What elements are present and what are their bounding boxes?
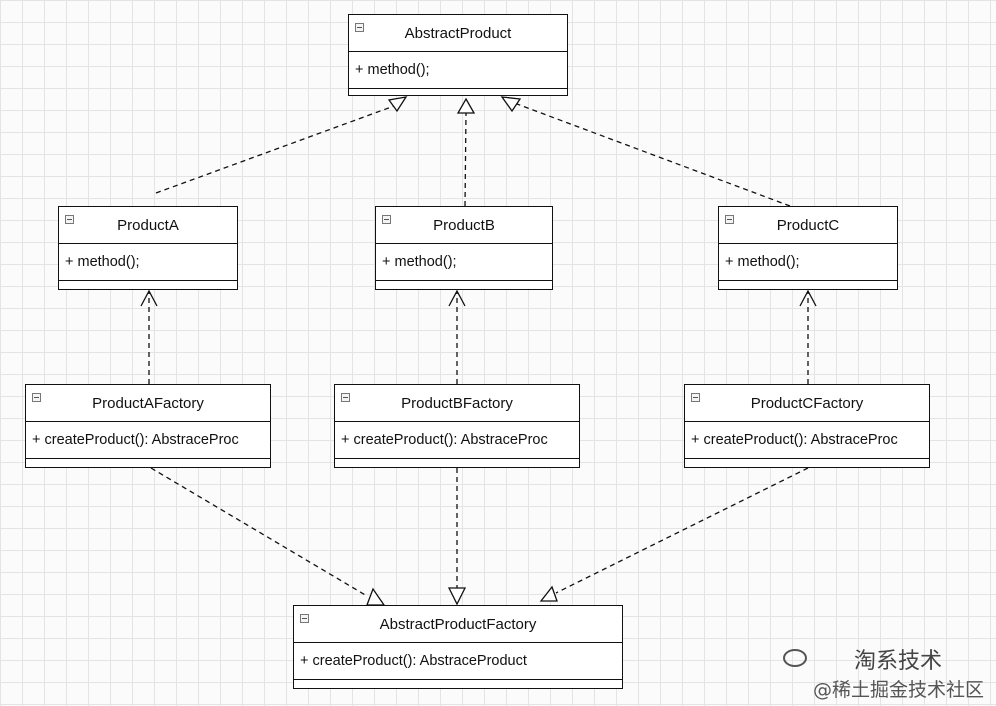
- class-product-a-factory[interactable]: ProductAFactory + createProduct(): Abstr…: [25, 384, 271, 468]
- class-name: AbstractProduct: [404, 24, 512, 42]
- watermark-line-1: 淘系技术: [853, 649, 942, 674]
- class-method: + method();: [59, 244, 237, 281]
- connector-productafactory-to-abstractfactory: [150, 467, 368, 597]
- connector-productb-to-abstractproduct: [464, 112, 467, 207]
- class-header: AbstractProduct: [349, 15, 567, 52]
- class-footer: [26, 459, 270, 465]
- dependency-arrowhead-icon: [799, 289, 817, 307]
- class-method: + method();: [349, 52, 567, 89]
- inheritance-arrowhead-icon: [387, 96, 408, 113]
- inheritance-arrowhead-icon: [456, 97, 476, 114]
- class-method: + createProduct(): AbstraceProduct: [294, 643, 622, 680]
- class-header: ProductAFactory: [26, 385, 270, 422]
- class-name: ProductC: [776, 216, 840, 234]
- inheritance-arrowhead-icon: [366, 587, 386, 606]
- class-footer: [349, 89, 567, 95]
- class-name: ProductBFactory: [401, 394, 513, 412]
- class-abstract-product-factory[interactable]: AbstractProductFactory + createProduct()…: [293, 605, 623, 689]
- collapse-icon[interactable]: [65, 215, 74, 224]
- class-footer: [59, 281, 237, 287]
- collapse-icon[interactable]: [382, 215, 391, 224]
- collapse-icon[interactable]: [32, 393, 41, 402]
- class-header: ProductA: [59, 207, 237, 244]
- class-footer: [719, 281, 897, 287]
- collapse-icon[interactable]: [725, 215, 734, 224]
- collapse-icon[interactable]: [355, 23, 364, 32]
- class-abstract-product[interactable]: AbstractProduct + method();: [348, 14, 568, 96]
- class-product-a[interactable]: ProductA + method();: [58, 206, 238, 290]
- class-header: ProductB: [376, 207, 552, 244]
- class-product-c-factory[interactable]: ProductCFactory + createProduct(): Abstr…: [684, 384, 930, 468]
- class-product-c[interactable]: ProductC + method();: [718, 206, 898, 290]
- class-footer: [376, 281, 552, 287]
- class-name: ProductAFactory: [92, 394, 204, 412]
- connector-productcfactory-to-abstractfactory: [555, 467, 809, 594]
- inheritance-arrowhead-icon: [500, 96, 522, 113]
- class-name: ProductA: [117, 216, 179, 234]
- watermark-line-2: @稀土掘金技术社区: [812, 679, 984, 701]
- watermark: 淘系技术 @稀土掘金技术社区: [782, 643, 984, 702]
- connector-producta-to-abstractproduct: [155, 105, 395, 194]
- class-header: AbstractProductFactory: [294, 606, 622, 643]
- class-method: + method();: [719, 244, 897, 281]
- class-footer: [294, 680, 622, 686]
- collapse-icon[interactable]: [300, 614, 309, 623]
- inheritance-arrowhead-icon: [447, 587, 467, 606]
- collapse-icon[interactable]: [691, 393, 700, 402]
- class-method: + method();: [376, 244, 552, 281]
- class-footer: [685, 459, 929, 465]
- class-name: AbstractProductFactory: [379, 615, 537, 633]
- dependency-arrowhead-icon: [140, 289, 158, 307]
- class-header: ProductCFactory: [685, 385, 929, 422]
- connector-productc-to-abstractproduct: [516, 103, 791, 207]
- class-method: + createProduct(): AbstraceProc: [26, 422, 270, 459]
- dependency-arrowhead-icon: [448, 289, 466, 307]
- collapse-icon[interactable]: [341, 393, 350, 402]
- class-header: ProductBFactory: [335, 385, 579, 422]
- wechat-logo-icon: [782, 649, 807, 667]
- class-product-b-factory[interactable]: ProductBFactory + createProduct(): Abstr…: [334, 384, 580, 468]
- class-method: + createProduct(): AbstraceProc: [685, 422, 929, 459]
- class-name: ProductCFactory: [750, 394, 864, 412]
- class-header: ProductC: [719, 207, 897, 244]
- class-method: + createProduct(): AbstraceProc: [335, 422, 579, 459]
- inheritance-arrowhead-icon: [539, 585, 558, 602]
- class-footer: [335, 459, 579, 465]
- class-product-b[interactable]: ProductB + method();: [375, 206, 553, 290]
- class-name: ProductB: [433, 216, 495, 234]
